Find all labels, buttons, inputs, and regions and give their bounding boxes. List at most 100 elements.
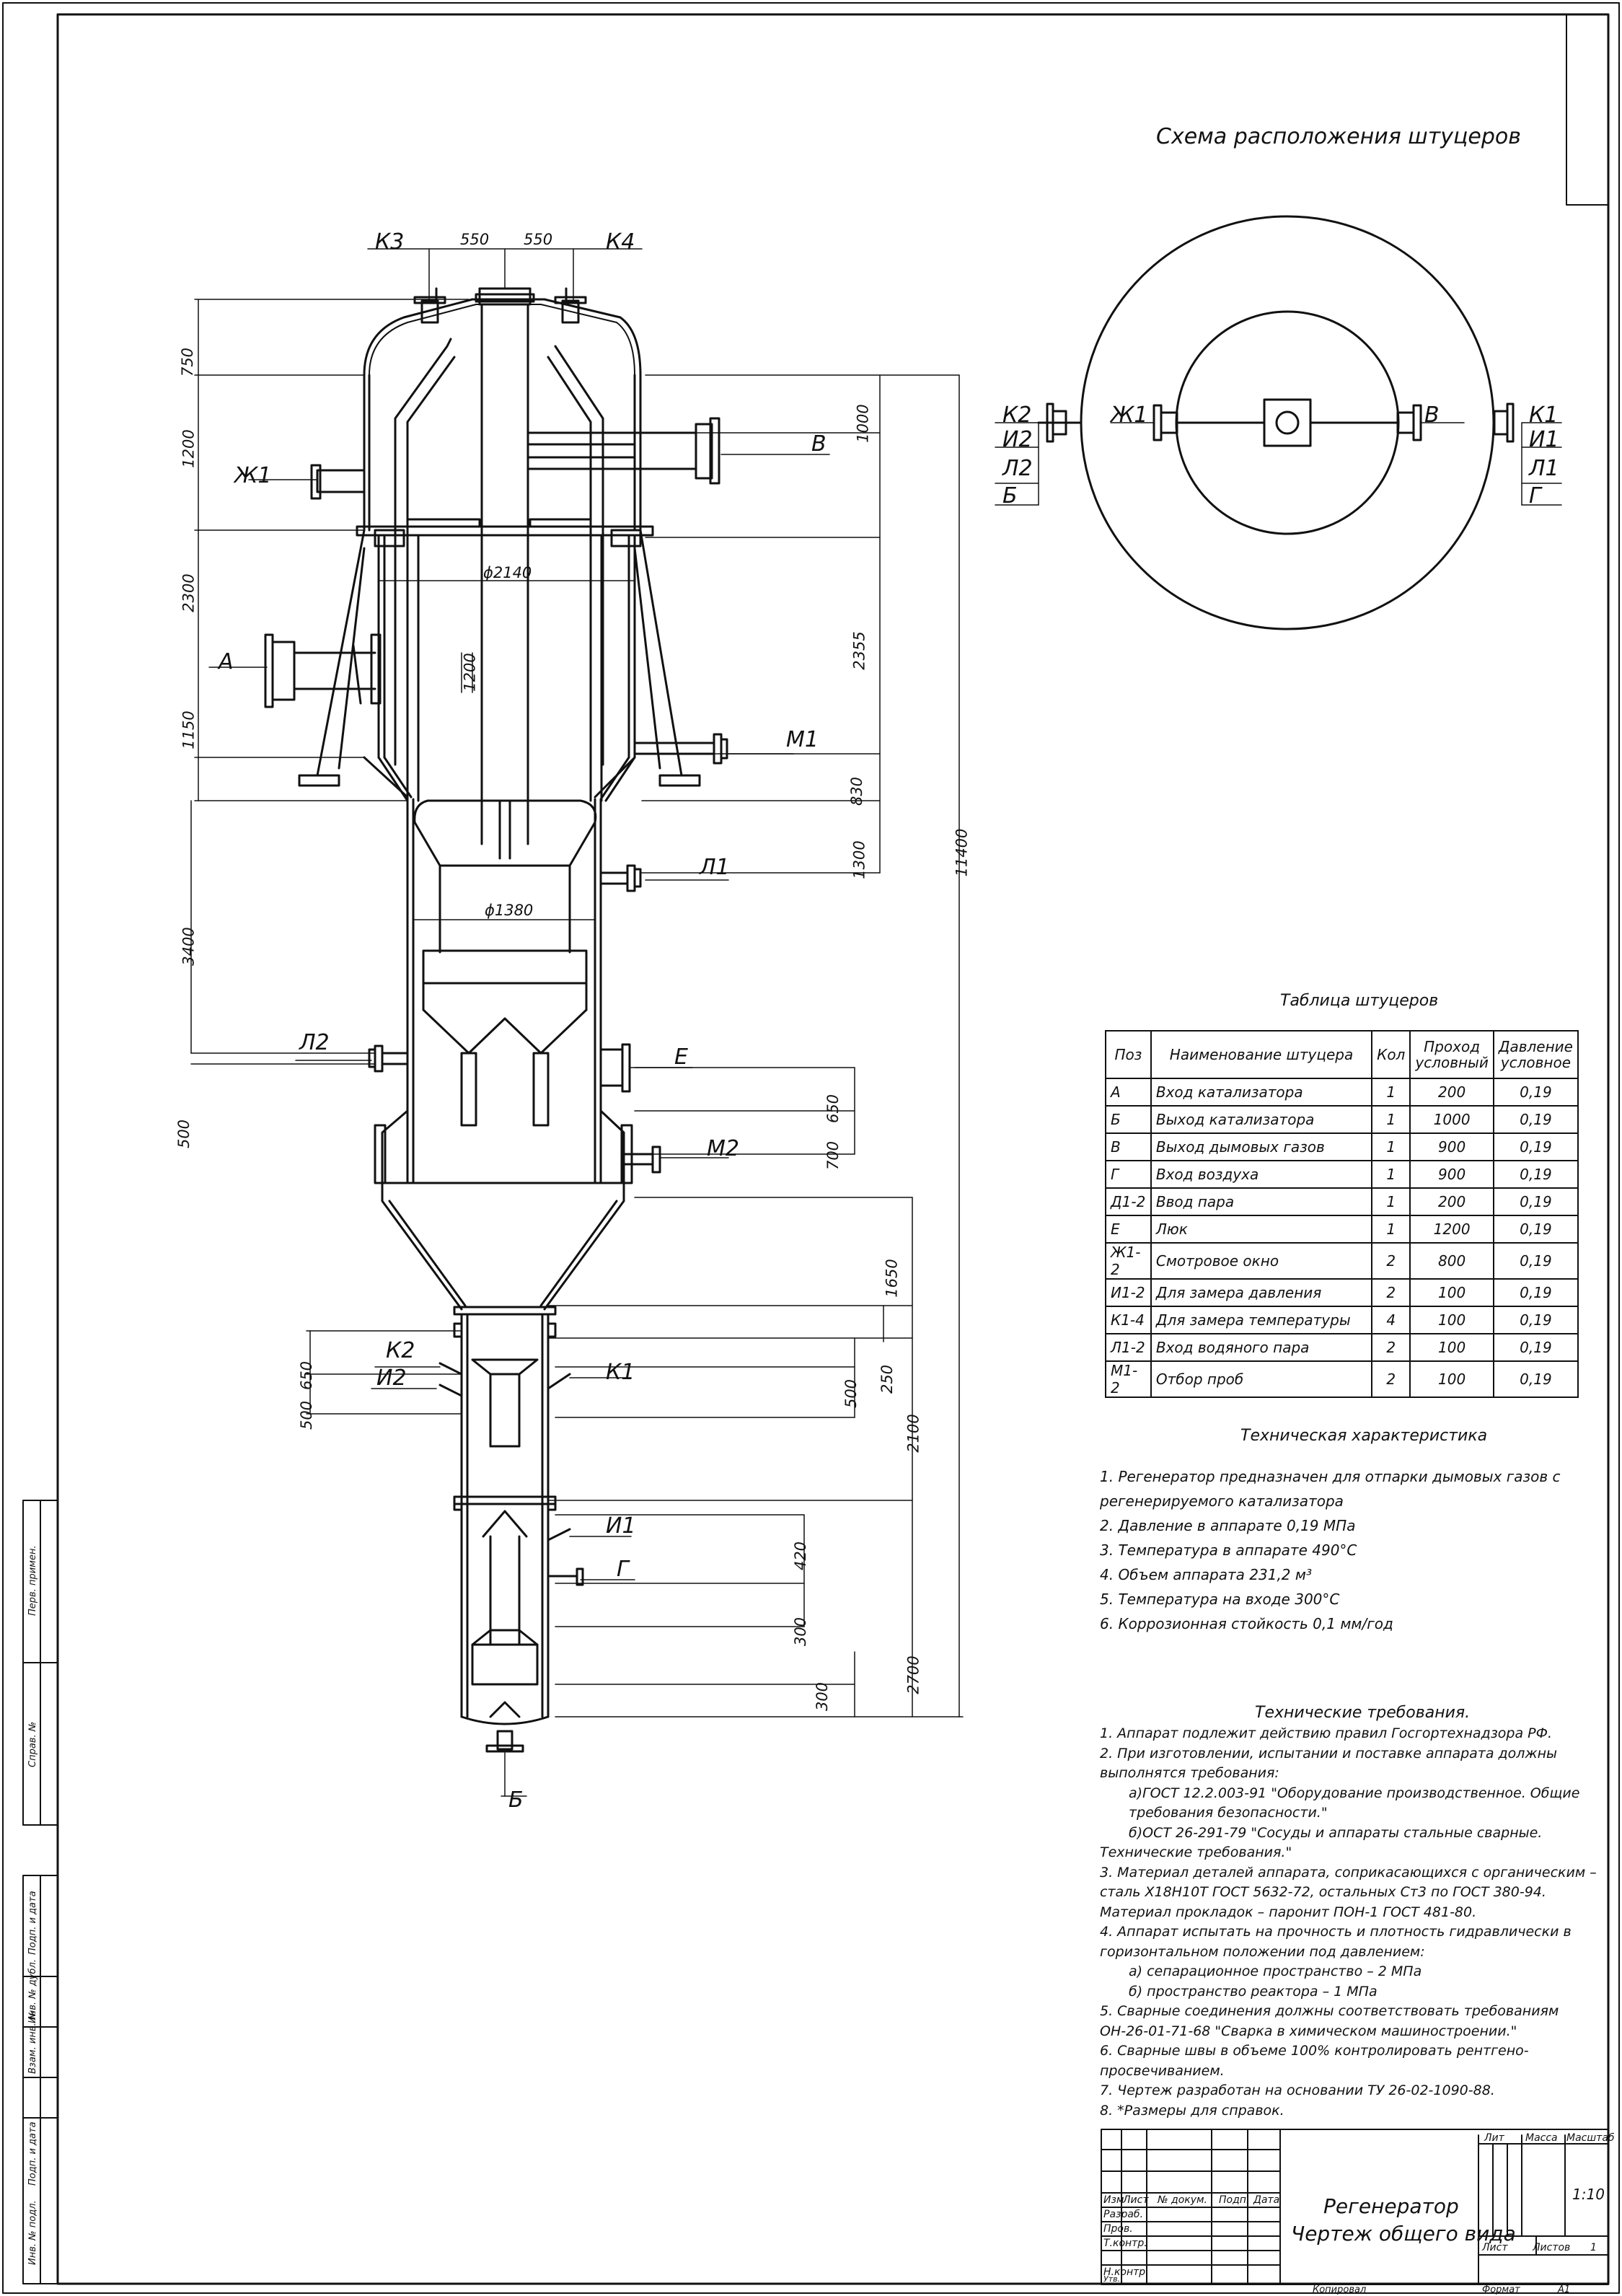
table-cell: 900	[1409, 1160, 1494, 1189]
label-i1: И1	[606, 1513, 636, 1539]
table-cell: 1	[1371, 1105, 1411, 1134]
dim-500-left: 500	[175, 1119, 193, 1149]
dim-550-left: 550	[460, 231, 490, 248]
inner-frame	[56, 13, 1610, 2285]
tb-sign: Подп.	[1219, 2194, 1250, 2206]
tech-req-line: 8. *Размеры для справок.	[1100, 2102, 1284, 2119]
dim-700: 700	[824, 1140, 842, 1171]
table-cell: М1-2	[1105, 1360, 1152, 1398]
table-cell: Д1-2	[1105, 1187, 1152, 1216]
dim-11400: 11400	[953, 828, 971, 877]
tech-req-line: требования безопасности."	[1129, 1805, 1328, 1821]
table-cell: Г	[1105, 1160, 1152, 1189]
table-cell: И1-2	[1105, 1278, 1152, 1307]
table-cell: Б	[1105, 1105, 1152, 1134]
tech-req-line: просвечиванием.	[1100, 2062, 1225, 2079]
dim-420: 420	[792, 1541, 810, 1571]
dim-1300: 1300	[850, 840, 868, 879]
table-cell: Выход катализатора	[1150, 1105, 1373, 1134]
table-cell: А	[1105, 1078, 1152, 1107]
table-cell: 0,19	[1492, 1132, 1579, 1161]
dim-2700: 2700	[904, 1655, 922, 1694]
col-pos: Поз	[1105, 1030, 1152, 1079]
side-perv-primen: Перв. примен.	[27, 1545, 38, 1616]
table-cell: 100	[1409, 1306, 1494, 1334]
tb-doc-no: № докум.	[1158, 2194, 1208, 2206]
side-podp-date-1: Подп. и дата	[27, 1891, 38, 1955]
col-pn: Давление условное	[1492, 1030, 1579, 1079]
tech-char-line: 6. Коррозионная стойкость 0,1 мм/год	[1100, 1615, 1393, 1632]
table-cell: К1-4	[1105, 1306, 1152, 1334]
tb-sheets-value: 1	[1590, 2242, 1597, 2253]
tb-format: Формат	[1482, 2284, 1520, 2295]
table-cell: Е	[1105, 1215, 1152, 1244]
side-stamp	[22, 1500, 58, 2284]
dim-3400: 3400	[180, 927, 198, 966]
plan-label-b: Б	[1002, 483, 1018, 509]
tb-list: Лист	[1123, 2194, 1149, 2206]
table-cell: 1	[1371, 1160, 1411, 1189]
plan-label-i1: И1	[1529, 427, 1559, 452]
table-cell: 1	[1371, 1215, 1411, 1244]
tb-nkontr: Н.контр.	[1103, 2266, 1149, 2278]
tech-req-line: 2. При изготовлении, испытании и поставк…	[1100, 1745, 1557, 1761]
dim-1200-top: 1200	[180, 429, 198, 468]
table-cell: Смотровое окно	[1150, 1242, 1373, 1280]
table-cell: 0,19	[1492, 1360, 1579, 1398]
tech-char-line: 1. Регенератор предназначен для отпарки …	[1100, 1468, 1561, 1485]
tb-tkontr: Т.контр.	[1103, 2238, 1147, 2249]
label-l2: Л2	[299, 1030, 330, 1055]
table-cell: 2	[1371, 1242, 1411, 1280]
dim-750: 750	[179, 347, 197, 377]
table-cell: Л1-2	[1105, 1333, 1152, 1362]
label-v: В	[811, 431, 827, 457]
drawing-type: Чертеж общего вида	[1291, 2222, 1516, 2246]
table-cell: Вход воздуха	[1150, 1160, 1373, 1189]
dim-550-right: 550	[524, 231, 553, 248]
table-cell: 100	[1409, 1360, 1494, 1398]
table-cell: Для замера давления	[1150, 1278, 1373, 1307]
label-k4: К4	[606, 229, 635, 255]
table-cell: 800	[1409, 1242, 1494, 1280]
corner-box	[1566, 14, 1609, 206]
tb-razrab: Разраб.	[1103, 2209, 1144, 2220]
table-cell: 0,19	[1492, 1242, 1579, 1280]
dim-1650: 1650	[883, 1259, 901, 1298]
table-cell: 4	[1371, 1306, 1411, 1334]
tech-char-line: 3. Температура в аппарате 490°С	[1100, 1541, 1357, 1559]
label-g: Г	[617, 1557, 629, 1582]
plan-label-k2: К2	[1002, 403, 1032, 428]
dim-650-right: 650	[824, 1094, 842, 1124]
plan-label-zh1: Ж1	[1111, 403, 1148, 428]
label-m2: М2	[707, 1136, 739, 1161]
table-cell: 1	[1371, 1187, 1411, 1216]
table-cell: Ж1-2	[1105, 1242, 1152, 1280]
tech-req-line: 7. Чертеж разработан на основании ТУ 26-…	[1100, 2082, 1495, 2098]
tech-req-title: Технические требования.	[1255, 1704, 1471, 1722]
table-cell: Вход водяного пара	[1150, 1333, 1373, 1362]
table-cell: 100	[1409, 1278, 1494, 1307]
title-block	[1101, 2129, 1609, 2285]
side-vzam-inv: Взам. инв. №	[27, 2010, 38, 2074]
table-cell: Для замера температуры	[1150, 1306, 1373, 1334]
dim-1200-mid: 1200	[461, 653, 479, 692]
col-qty: Кол	[1371, 1030, 1411, 1079]
dim-1000: 1000	[854, 404, 872, 443]
tech-req-line: Материал прокладок – паронит ПОН-1 ГОСТ …	[1100, 1904, 1477, 1920]
table-cell: 1	[1371, 1132, 1411, 1161]
tech-req-line: б)ОСТ 26-291-79 "Сосуды и аппараты сталь…	[1129, 1824, 1543, 1841]
dim-300-upper: 300	[792, 1617, 810, 1647]
nozzle-table-title: Таблица штуцеров	[1280, 992, 1439, 1010]
nozzle-table: Поз Наименование штуцера Кол Проход усло…	[1105, 1030, 1579, 1398]
table-cell: 2	[1371, 1278, 1411, 1307]
tech-char-title: Техническая характеристика	[1240, 1427, 1488, 1445]
tech-req-line: горизонтальном положении под давлением:	[1100, 1943, 1425, 1960]
table-cell: 0,19	[1492, 1105, 1579, 1134]
table-cell: 1	[1371, 1078, 1411, 1107]
